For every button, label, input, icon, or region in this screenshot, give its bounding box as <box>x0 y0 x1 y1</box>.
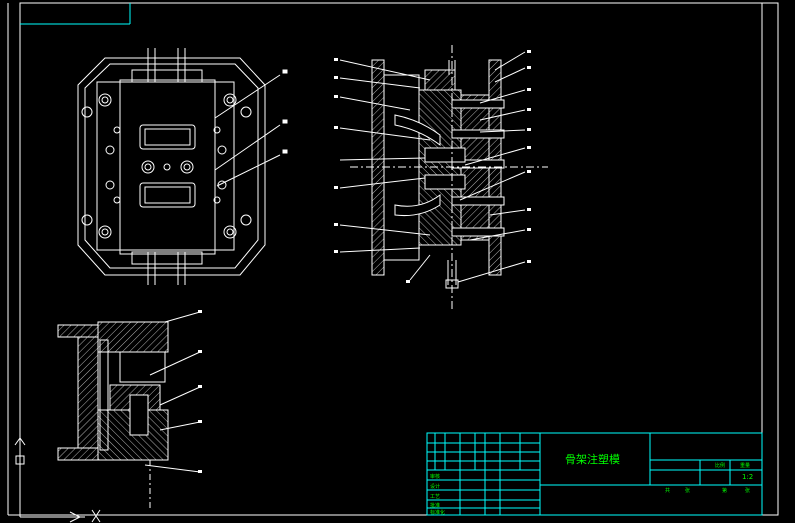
cell-approval: 批准 <box>430 502 440 509</box>
drawing-title-text: 骨架注塑模 <box>565 452 620 466</box>
cell-sheets: 张 <box>745 487 750 494</box>
cell-total: 共 <box>665 487 670 494</box>
cell-reviewer: 审核 <box>430 473 440 480</box>
cell-standard: 标准化 <box>430 509 445 516</box>
cell-process: 工艺 <box>430 494 440 500</box>
cell-ratio: 比例 <box>715 462 725 469</box>
title-block: 骨架注塑模 1:2 审核 设计 工艺 批准 标准化 比例 重量 共 张 第 张 <box>426 432 763 516</box>
ucs-axis-icon <box>14 437 101 523</box>
main-section-view[interactable] <box>334 45 548 310</box>
cell-sheets-total: 张 <box>685 487 690 494</box>
top-plan-view[interactable] <box>77 48 288 285</box>
scale-text: 1:2 <box>742 473 753 481</box>
cell-weight: 重量 <box>740 462 750 469</box>
cell-designer: 设计 <box>430 483 440 490</box>
partial-section-view[interactable] <box>57 310 202 510</box>
cell-number: 第 <box>722 487 727 494</box>
